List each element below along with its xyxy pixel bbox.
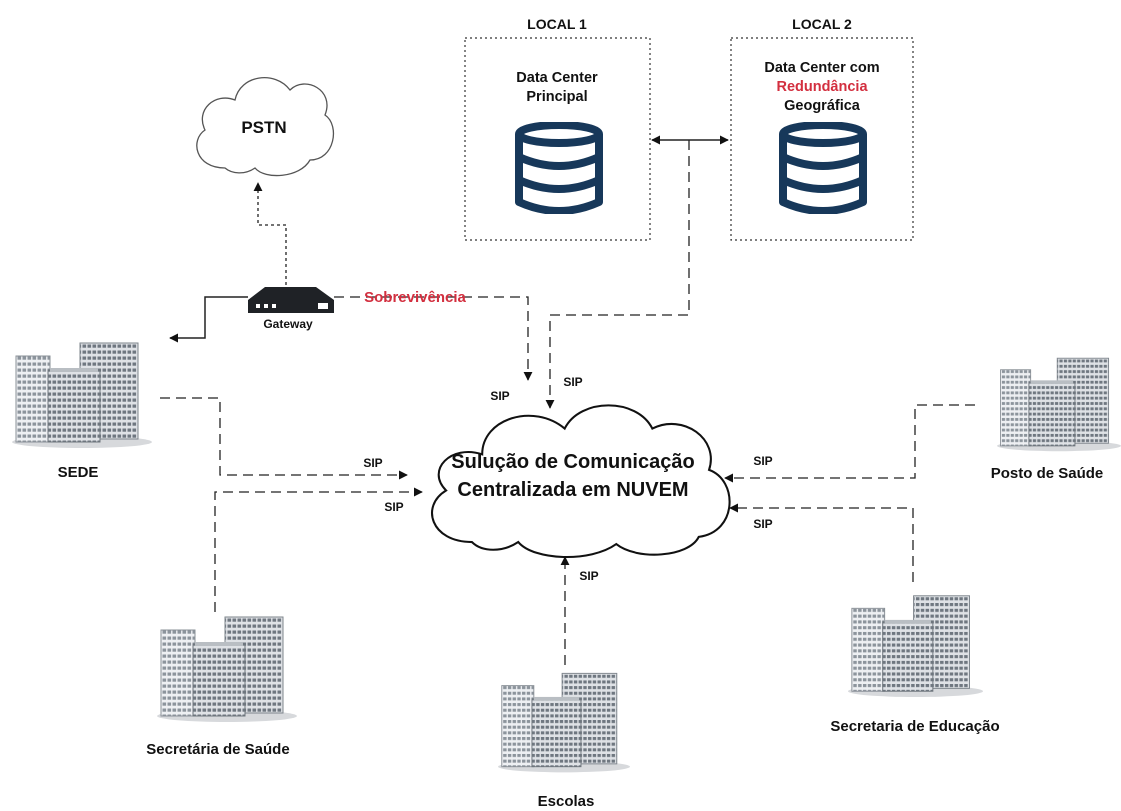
sip-label: SIP: [753, 454, 772, 468]
pstn-cloud: [196, 77, 334, 177]
building-icon: [997, 357, 1121, 452]
survivability-label: Sobrevivência: [364, 289, 466, 306]
sip-label: SIP: [579, 569, 598, 583]
building-icon: [12, 342, 152, 448]
cloud-title-line2: Centralizada em NUVEM: [457, 479, 688, 501]
cloud-title-line1: Sulução de Comunicação: [451, 451, 694, 473]
site-saude-label: Secretária de Saúde: [146, 741, 289, 758]
building-icon: [498, 672, 630, 773]
saude-to-cloud-line: [214, 487, 423, 612]
local1-header: LOCAL 1: [527, 16, 587, 32]
sip-label: SIP: [753, 517, 772, 531]
building-icon: [157, 616, 297, 722]
local1-title-line1: Data Center: [516, 70, 598, 86]
local2-title-line1: Data Center com: [764, 60, 879, 76]
local2-title-line3: Geográfica: [784, 98, 861, 114]
site-educacao-label: Secretaria de Educação: [830, 718, 999, 735]
gateway-to-sede-line: [169, 296, 248, 343]
posto-to-cloud-line: [724, 404, 975, 483]
site-escolas-label: Escolas: [538, 793, 595, 810]
gateway-icon: [248, 287, 334, 313]
sede-to-cloud-line: [160, 397, 408, 480]
building-icon: [848, 595, 983, 698]
gateway-to-pstn-line: [253, 182, 287, 285]
sip-label: SIP: [363, 456, 382, 470]
datacenter-to-cloud-line: [545, 140, 690, 409]
educacao-to-cloud-line: [729, 503, 914, 582]
local2-header: LOCAL 2: [792, 16, 852, 32]
local2-title-line2-highlight: Redundância: [776, 79, 868, 95]
sip-label: SIP: [384, 500, 403, 514]
survivability-line: [334, 296, 533, 381]
local1-title-line2: Principal: [526, 89, 587, 105]
gateway-label: Gateway: [263, 317, 313, 331]
site-posto-label: Posto de Saúde: [991, 465, 1104, 482]
pstn-label: PSTN: [241, 118, 286, 137]
site-sede-label: SEDE: [58, 464, 99, 481]
sip-label: SIP: [563, 375, 582, 389]
sip-label: SIP: [490, 389, 509, 403]
